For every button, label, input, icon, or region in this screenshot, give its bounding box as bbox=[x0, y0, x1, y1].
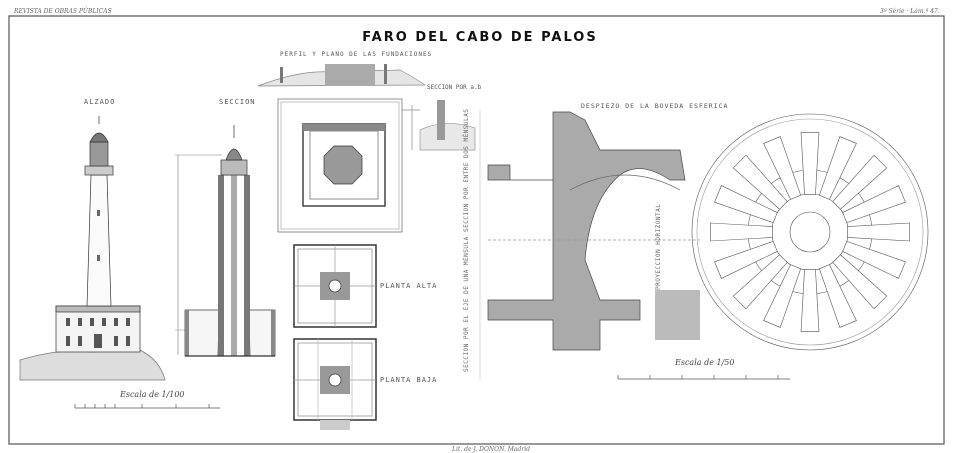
plate-frame bbox=[8, 15, 945, 445]
vault-rib bbox=[714, 185, 778, 224]
label-seccion-entre: SECCION POR ENTRE DOS MÉNSULAS bbox=[463, 108, 470, 232]
section-ab-drawing bbox=[419, 100, 476, 151]
vault-rib bbox=[732, 254, 788, 310]
vault-rib bbox=[832, 254, 888, 310]
label-despiezo: DESPIEZO DE LA BOVEDA ESFERICA bbox=[581, 102, 729, 110]
vault-rib bbox=[732, 154, 788, 210]
ground-floor-plan bbox=[293, 338, 377, 430]
label-planta-alta: PLANTA ALTA bbox=[380, 282, 438, 290]
foundations-drawing bbox=[257, 64, 427, 233]
vault-rib bbox=[818, 264, 857, 328]
vault-rib bbox=[714, 240, 778, 279]
scale-bar-left bbox=[74, 404, 220, 409]
vault-section-drawing bbox=[479, 110, 700, 380]
section-drawing bbox=[175, 125, 276, 357]
scale-label-left: Escala de 1/100 bbox=[120, 390, 185, 399]
label-planta-baja: PLANTA BAJA bbox=[380, 376, 438, 384]
upper-floor-plan bbox=[293, 244, 377, 328]
vault-plan-drawing bbox=[691, 113, 929, 351]
label-perfil: PERFIL Y PLANO DE LAS FUNDACIONES bbox=[280, 51, 433, 58]
label-proyeccion: PROYECCION HORIZONTAL bbox=[655, 203, 662, 290]
label-seccion-eje: SECCION POR EL EJE DE UNA MÉNSULA bbox=[463, 236, 470, 372]
printer-credit: Lit. de J. DONON. Madrid bbox=[452, 446, 530, 453]
plate-title: FARO DEL CABO DE PALOS bbox=[362, 30, 598, 45]
vault-rib bbox=[818, 136, 857, 200]
label-alzado: ALZADO bbox=[84, 98, 116, 106]
plate-number: 3ª Série · Lám.ª 47. bbox=[880, 8, 940, 15]
label-seccion-ab: SECCION POR a.b bbox=[427, 84, 482, 91]
elevation-drawing bbox=[19, 116, 166, 381]
vault-rib bbox=[710, 222, 773, 242]
journal-header: REVISTA DE OBRAS PÚBLICAS bbox=[14, 8, 112, 15]
vault-rib bbox=[842, 185, 906, 224]
scale-label-right: Escala de 1/50 bbox=[675, 358, 735, 367]
vault-rib bbox=[832, 154, 888, 210]
vault-rib bbox=[763, 264, 802, 328]
vault-rib bbox=[763, 136, 802, 200]
vault-rib bbox=[800, 132, 820, 195]
vault-rib bbox=[800, 269, 820, 332]
scale-bar-right bbox=[617, 375, 790, 380]
vault-rib bbox=[842, 240, 906, 279]
vault-rib bbox=[847, 222, 910, 242]
label-seccion: SECCION bbox=[219, 98, 256, 106]
